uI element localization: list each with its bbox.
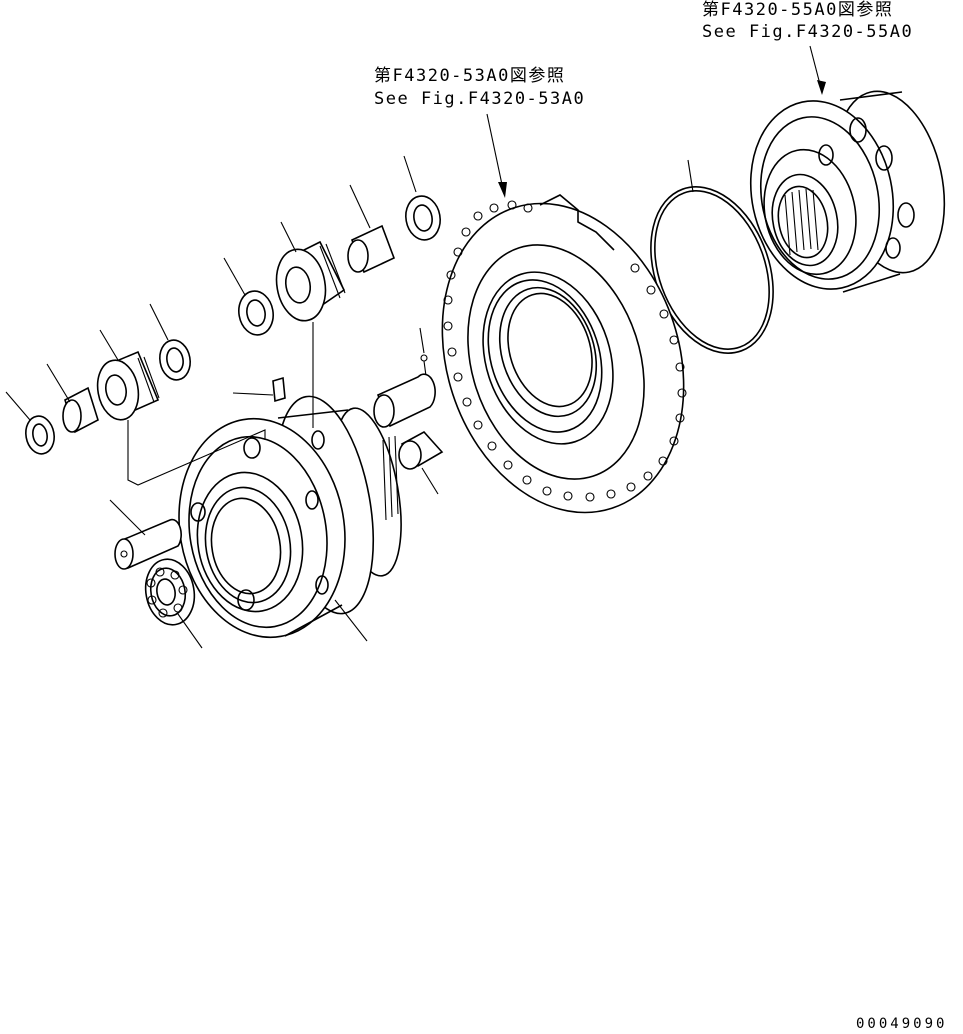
ref-label-53a0-jp: 第F4320-53A0図参照 (374, 66, 566, 86)
thrust-washer-lower-left (6, 392, 57, 456)
needle-bearing-lower (47, 364, 98, 432)
shaft-lower (110, 500, 181, 569)
roller-bearing (141, 555, 202, 648)
needle-bearing-upper (348, 185, 394, 272)
ref-label-55a0-en: See Fig.F4320-55A0 (702, 22, 914, 42)
reference-arrow-55a0 (810, 46, 826, 95)
leader-lines (128, 322, 313, 485)
carrier-housing-right (734, 81, 960, 302)
drawing-number: 00049090 (856, 1016, 948, 1032)
thrust-washer-upper-right (402, 156, 443, 243)
planet-shaft (374, 374, 435, 427)
thrust-washer-upper-left (224, 258, 277, 338)
bearing-flange (404, 172, 722, 544)
ref-label-53a0-en: See Fig.F4320-53A0 (374, 89, 586, 109)
roll-pin (233, 378, 285, 401)
reference-arrow-53a0 (487, 114, 507, 198)
thrust-washer-lower-right (150, 304, 193, 382)
planet-gear-upper (271, 222, 345, 325)
locking-pin (420, 328, 427, 376)
ref-label-55a0-jp: 第F4320-55A0図参照 (702, 0, 894, 20)
planet-carrier (162, 389, 412, 651)
bushing (399, 432, 442, 494)
planet-gear-lower (93, 330, 159, 423)
